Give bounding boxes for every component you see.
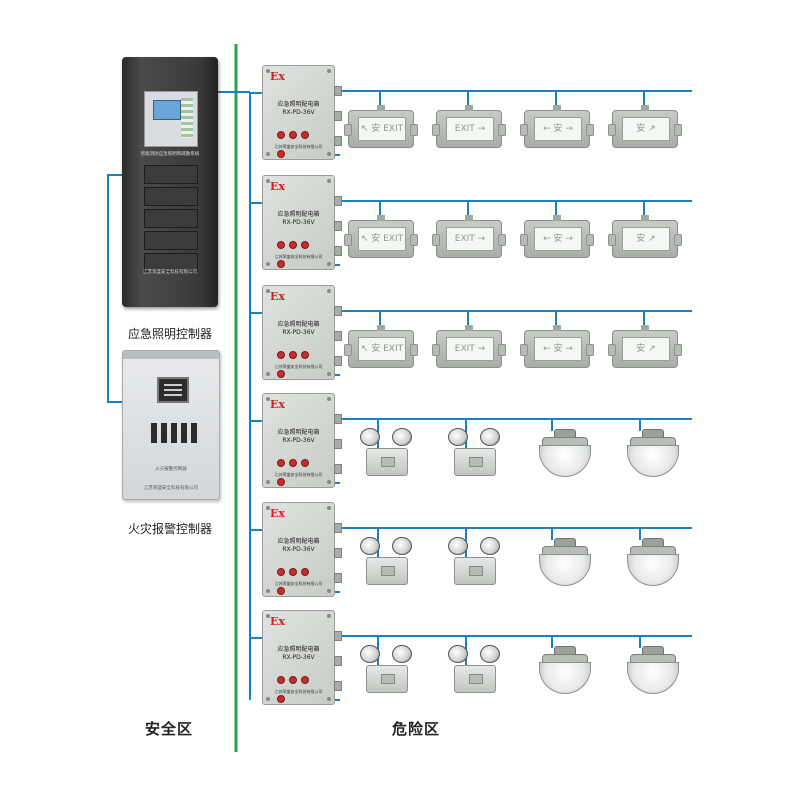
box-name: 应急照明配电箱 [277,101,320,108]
ex-mark: Ex [270,507,285,520]
box-maker: 江苏荣盛安全科技有限公司 [274,581,323,586]
explosion-proof-dome-light [624,538,680,586]
ex-mark: Ex [270,398,285,411]
hazard-zone-label: 危险区 [392,720,441,738]
indicator-lamps [277,124,321,158]
exit-sign-fixture: 安 ↗ [608,215,682,258]
explosion-proof-dome-light [536,646,592,694]
exit-sign-face: ↖ 安 EXIT [358,117,406,141]
exit-sign-fixture: 安 ↗ [608,325,682,368]
box-model: RX-PD-36V [282,654,315,661]
twin-head-emergency-light [448,537,500,589]
box-name: 应急照明配电箱 [277,211,320,218]
indicator-lamps [277,234,321,268]
fire-alarm-controller: 火灾报警控制器 江苏荣盛安全科技有限公司 [122,350,220,500]
exit-sign-face: EXIT → [446,337,494,361]
fire-alarm-controller-label: 火灾报警控制器 [127,522,212,536]
exit-sign-face: ← 安 → [534,337,582,361]
box-maker: 江苏荣盛安全科技有限公司 [274,689,323,694]
exit-sign-fixture: ↖ 安 EXIT [344,325,418,368]
indicator-lamps [277,344,321,378]
exit-sign-face: ↖ 安 EXIT [358,337,406,361]
twin-head-emergency-light [360,537,412,589]
exit-sign-fixture: EXIT → [432,325,506,368]
exit-sign-fixture: 安 ↗ [608,105,682,148]
ex-mark: Ex [270,615,285,628]
twin-head-emergency-light [448,645,500,697]
fire-panel-maker: 江苏荣盛安全科技有限公司 [144,486,198,491]
ex-mark: Ex [270,180,285,193]
exit-sign-fixture: ← 安 → [520,215,594,258]
indicator-lamps [277,561,321,595]
emergency-lighting-controller: 智能消防应急照明和疏散系统 江苏荣盛安全科技有限公司 [122,57,218,307]
exit-sign-fixture: ← 安 → [520,325,594,368]
box-name: 应急照明配电箱 [277,646,320,653]
ex-mark: Ex [270,290,285,303]
exit-sign-face: EXIT → [446,227,494,251]
box-name: 应急照明配电箱 [277,538,320,545]
exit-sign-face: EXIT → [446,117,494,141]
box-name: 应急照明配电箱 [277,429,320,436]
ex-mark: Ex [270,70,285,83]
explosion-proof-dome-light [624,646,680,694]
exit-sign-fixture: ↖ 安 EXIT [344,105,418,148]
explosion-proof-dome-light [624,429,680,477]
twin-head-emergency-light [360,645,412,697]
controller-link-wire [107,174,122,403]
exit-sign-face: 安 ↗ [622,337,670,361]
controller-panel-title: 智能消防应急照明和疏散系统 [140,152,200,157]
twin-head-emergency-light [448,428,500,480]
fire-alarm-screen [157,377,189,403]
exit-sign-face: 安 ↗ [622,117,670,141]
box-model: RX-PD-36V [282,437,315,444]
controller-screen [144,91,198,147]
box-model: RX-PD-36V [282,546,315,553]
indicator-lamps [277,452,321,486]
explosion-proof-dome-light [536,429,592,477]
exit-sign-fixture: EXIT → [432,105,506,148]
explosion-proof-dome-light [536,538,592,586]
exit-sign-fixture: ← 安 → [520,105,594,148]
box-maker: 江苏荣盛安全科技有限公司 [274,144,323,149]
twin-head-emergency-light [360,428,412,480]
box-maker: 江苏荣盛安全科技有限公司 [274,472,323,477]
fire-panel-title: 火灾报警控制器 [155,467,187,472]
exit-sign-fixture: ↖ 安 EXIT [344,215,418,258]
controller-maker: 江苏荣盛安全科技有限公司 [143,270,197,275]
box-model: RX-PD-36V [282,109,315,116]
exit-sign-face: ← 安 → [534,227,582,251]
emergency-controller-label: 应急照明控制器 [127,327,212,341]
box-name: 应急照明配电箱 [277,321,320,328]
exit-sign-face: 安 ↗ [622,227,670,251]
indicator-lamps [277,669,321,703]
box-model: RX-PD-36V [282,329,315,336]
box-maker: 江苏荣盛安全科技有限公司 [274,364,323,369]
exit-sign-face: ↖ 安 EXIT [358,227,406,251]
exit-sign-face: ← 安 → [534,117,582,141]
box-maker: 江苏荣盛安全科技有限公司 [274,254,323,259]
box-model: RX-PD-36V [282,219,315,226]
exit-sign-fixture: EXIT → [432,215,506,258]
safe-zone-label: 安全区 [145,720,194,738]
